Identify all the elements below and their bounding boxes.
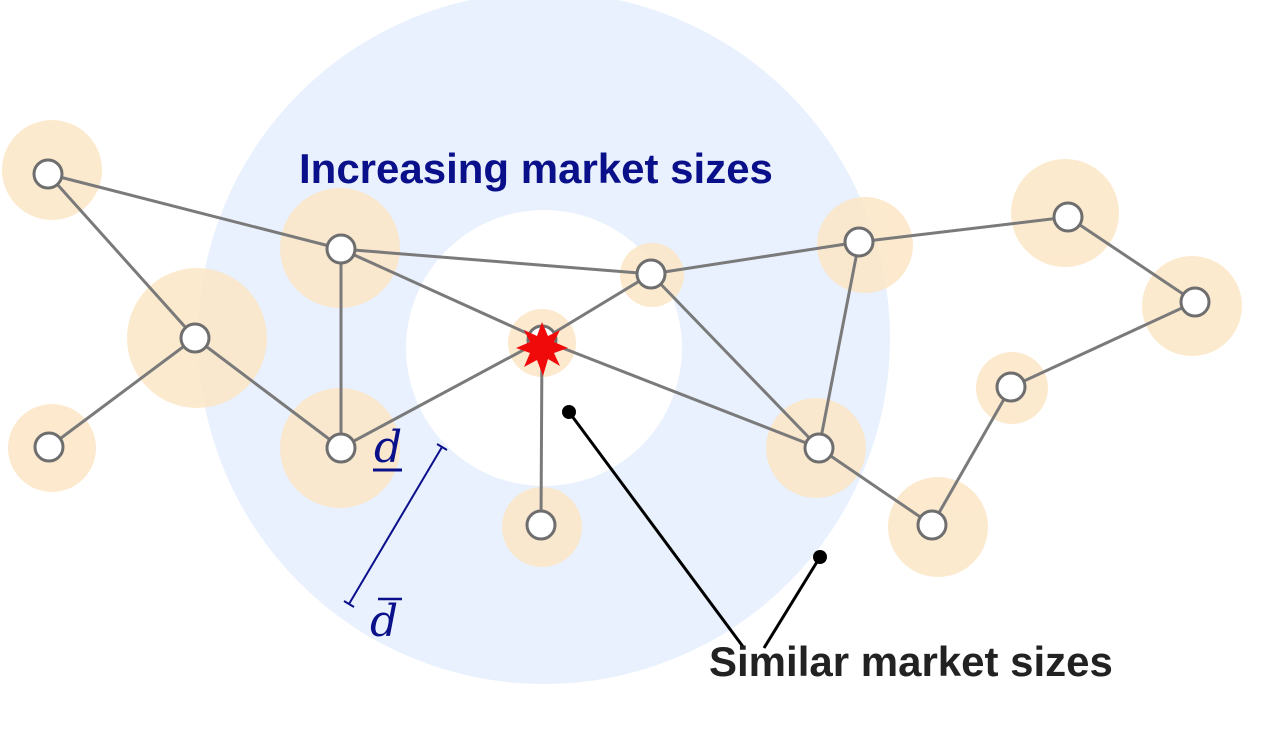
increasing-market-sizes-label: Increasing market sizes xyxy=(299,145,773,192)
similar-market-sizes-label: Similar market sizes xyxy=(709,638,1113,685)
shock-star-icon xyxy=(516,322,568,376)
edge xyxy=(649,272,821,450)
node-n-inner-top xyxy=(325,233,357,265)
edge xyxy=(649,240,861,276)
edge xyxy=(1066,215,1197,304)
pointer-line-inner xyxy=(567,411,746,649)
edge xyxy=(193,336,343,450)
node-n-right-mid xyxy=(803,432,835,464)
edge xyxy=(46,172,197,340)
d-lower-label: d xyxy=(374,422,402,473)
distance-tick-top xyxy=(436,443,448,451)
edge xyxy=(817,446,934,527)
edge xyxy=(47,336,197,449)
distance-tick-bottom xyxy=(343,600,355,608)
pointers xyxy=(562,405,827,649)
node-n-right-bottom xyxy=(916,509,948,541)
edge xyxy=(46,172,343,251)
edge xyxy=(930,385,1013,527)
pointer-dot-outer xyxy=(813,550,827,564)
distance-line xyxy=(348,446,443,605)
edge xyxy=(540,338,821,450)
node-n-right-top xyxy=(843,226,875,258)
edge xyxy=(339,247,653,276)
node-n-bottom xyxy=(525,509,557,541)
node-n-right-far-top xyxy=(1052,201,1084,233)
pointer-dot-inner xyxy=(562,405,576,419)
node-n-right-far xyxy=(1179,286,1211,318)
edges xyxy=(46,172,1197,527)
distance-indicator xyxy=(343,443,448,608)
node-n-inner-bottom xyxy=(325,432,357,464)
d-upper-label: d xyxy=(370,596,398,647)
edge xyxy=(339,338,544,450)
node-n-right-lower xyxy=(995,371,1027,403)
edge xyxy=(540,272,653,342)
edge xyxy=(339,247,544,342)
node-n-far-left-top xyxy=(32,158,64,190)
node-n-left-mid xyxy=(179,322,211,354)
node-n-far-left-bottom xyxy=(33,431,65,463)
pointer-line-outer xyxy=(762,556,822,649)
node-n-top-mid xyxy=(635,258,667,290)
edge xyxy=(1009,300,1197,389)
edge xyxy=(817,240,861,450)
edge xyxy=(857,215,1070,244)
